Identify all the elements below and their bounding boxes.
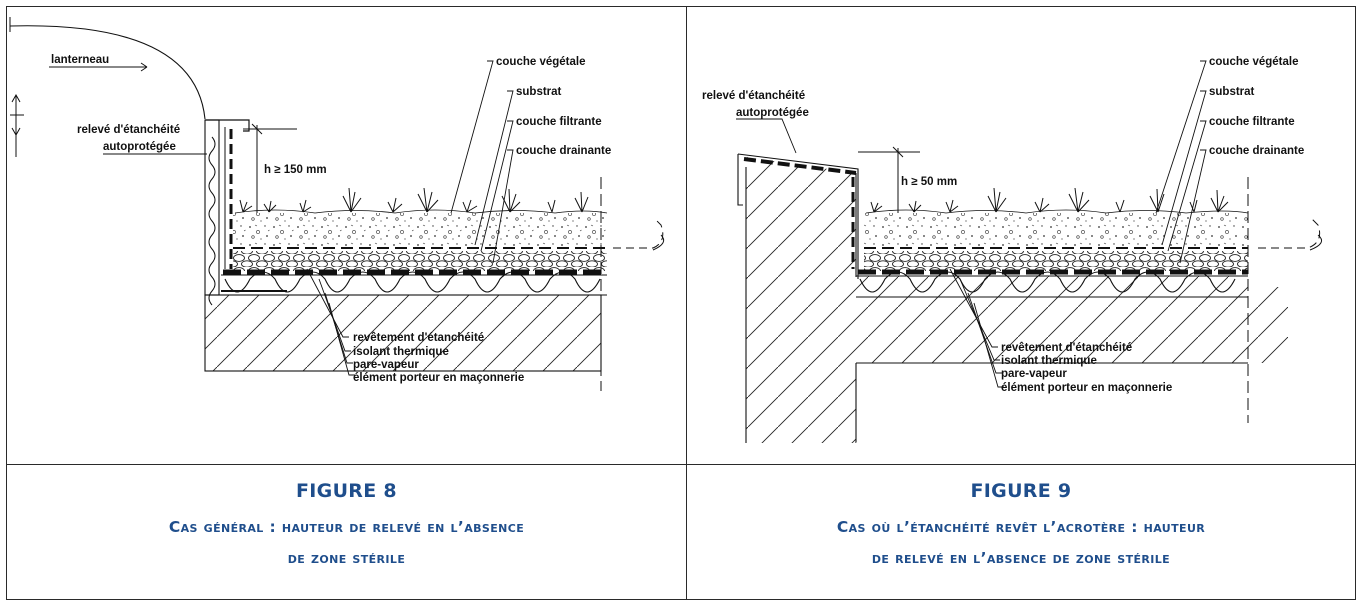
figure-8-caption-line2: de zone stérile — [287, 549, 406, 567]
isolant-label: isolant thermique — [353, 346, 449, 358]
element-porteur-label: élément porteur en maçonnerie — [353, 372, 524, 384]
lanterneau-label: lanterneau — [51, 54, 109, 66]
figure-frame — [6, 6, 1356, 600]
dimension-marker-left — [9, 17, 24, 157]
element-porteur-label: élément porteur en maçonnerie — [1001, 382, 1172, 394]
vertical-divider — [686, 6, 687, 600]
height-label: h ≥ 150 mm — [264, 164, 327, 176]
pare-vapeur-label: pare-vapeur — [353, 359, 419, 371]
figure-9-title: FIGURE 9 — [970, 480, 1072, 502]
figure-8-caption-line1: Cas général : hauteur de relevé en l’abs… — [168, 518, 525, 536]
substrat-label: substrat — [516, 86, 562, 98]
green-roof-layers — [205, 213, 607, 296]
green-roof-layers — [856, 213, 1248, 298]
vegetation — [865, 187, 1249, 214]
figure-9-caption-line2: de relevé en l’absence de zone stérile — [871, 549, 1171, 567]
figure-8-svg: lanterneau relevé d'étanchéité autoproté… — [9, 17, 665, 391]
figure-9-drawing: relevé d'étanchéité autoprotégée h ≥ 50 … — [688, 7, 1354, 463]
figure-8-title: FIGURE 8 — [296, 480, 397, 502]
lanterneau-arc — [9, 25, 206, 120]
revetement-label: revêtement d'étanchéité — [1001, 342, 1132, 354]
releve-label-line1: relevé d'étanchéité — [77, 124, 180, 136]
figure-9-caption: FIGURE 9 Cas où l’étanchéité revêt l’acr… — [687, 480, 1355, 574]
couche-drainante-label: couche drainante — [1209, 145, 1304, 157]
couche-filtrante-label: couche filtrante — [516, 116, 602, 128]
leader-lines-bottom — [306, 268, 355, 376]
height-label: h ≥ 50 mm — [901, 176, 957, 188]
pare-vapeur-label: pare-vapeur — [1001, 368, 1067, 380]
figure-8-drawing: lanterneau relevé d'étanchéité autoproté… — [7, 7, 685, 463]
couche-vegetale-label: couche végétale — [496, 56, 585, 68]
parapet-acrotere — [737, 153, 1288, 443]
upstand-wall — [204, 119, 250, 306]
figure-9-caption-line1: Cas où l’étanchéité revêt l’acrotère : h… — [836, 518, 1206, 536]
releve-label-line2: autoprotégée — [736, 107, 809, 119]
couche-drainante-label: couche drainante — [516, 145, 611, 157]
vegetation — [234, 187, 608, 214]
isolant-label: isolant thermique — [1001, 355, 1097, 367]
substrat-label: substrat — [1209, 86, 1255, 98]
figure-8-caption: FIGURE 8 Cas général : hauteur de relevé… — [7, 480, 686, 574]
height-dimension — [858, 146, 920, 213]
couche-filtrante-label: couche filtrante — [1209, 116, 1295, 128]
leader-lines-top — [1155, 60, 1207, 264]
horizontal-divider — [6, 464, 1356, 465]
leader-lines-bottom — [949, 268, 1004, 388]
couche-vegetale-label: couche végétale — [1209, 56, 1298, 68]
figure-9-svg: relevé d'étanchéité autoprotégée h ≥ 50 … — [702, 56, 1323, 444]
height-dimension — [243, 123, 297, 213]
revetement-label: revêtement d'étanchéité — [353, 332, 484, 344]
leader-lines-top — [450, 60, 514, 264]
releve-label-line2: autoprotégée — [103, 141, 176, 153]
releve-label-line1: relevé d'étanchéité — [702, 90, 805, 102]
